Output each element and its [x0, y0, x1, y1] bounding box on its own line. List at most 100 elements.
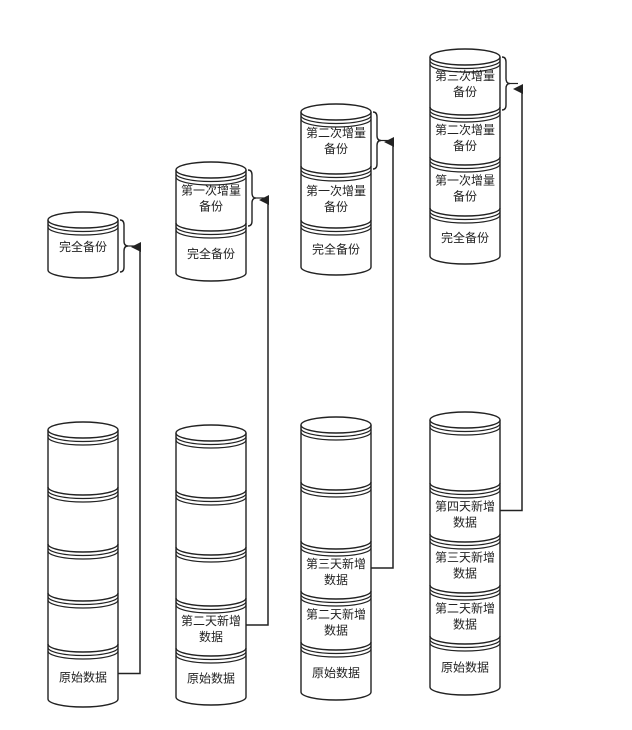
backup-brace: [501, 56, 511, 111]
segment-label: 第二天新增数据: [306, 607, 366, 638]
segment-ring: [47, 226, 119, 236]
cylinder-body: [300, 425, 372, 701]
segment-ring: [175, 553, 247, 563]
segment-ring: [47, 490, 119, 500]
segment-ring: [47, 647, 119, 657]
segment-ring: [429, 214, 501, 224]
segment-ring: [175, 496, 247, 506]
backup-brace: [372, 111, 382, 170]
incremental-arrow: [371, 137, 394, 569]
cylinder-top-cap: [175, 161, 247, 179]
segment-ring: [175, 229, 247, 239]
cylinder-top-cap: [47, 421, 119, 439]
segment-ring: [300, 544, 372, 554]
segment-boundary: [300, 165, 372, 175]
segment-boundary: [175, 489, 247, 499]
segment-label: 第二次增量备份: [306, 126, 366, 156]
segment-label: 原始数据: [59, 670, 107, 685]
segment-ring: [300, 226, 372, 236]
segment-label: 第一次增量备份: [181, 184, 241, 214]
segment-boundary: [300, 540, 372, 550]
segment-boundary: [300, 590, 372, 600]
segment-ring: [300, 648, 372, 658]
segment-ring: [300, 485, 372, 495]
segment-ring: [300, 118, 372, 128]
segment-ring: [47, 650, 119, 660]
cylinder-top-cap: [47, 211, 119, 229]
cylinder-body: [175, 170, 247, 282]
cylinder-body: [429, 420, 501, 696]
segment-boundary: [47, 543, 119, 553]
segment-ring: [300, 223, 372, 233]
segment-ring: [429, 591, 501, 601]
segment-boundary: [429, 207, 501, 217]
segment-ring: [175, 493, 247, 503]
segment-boundary: [300, 481, 372, 491]
backup-brace: [247, 169, 257, 227]
segment-ring: [429, 639, 501, 649]
segment-ring: [47, 436, 119, 446]
backup-brace: [119, 219, 129, 273]
segment-ring: [429, 60, 501, 70]
incremental-arrow: [246, 195, 269, 626]
cylinder-top-cap: [429, 411, 501, 429]
segment-label: 第二天新增数据: [181, 613, 241, 644]
segment-boundary: [429, 106, 501, 116]
segment-ring: [429, 423, 501, 433]
segment-ring: [175, 651, 247, 661]
segment-label: 第三天新增数据: [306, 556, 366, 587]
segment-ring: [175, 654, 247, 664]
segment-ring: [47, 550, 119, 560]
segment-ring: [175, 173, 247, 183]
segment-label: 第二天新增数据: [435, 601, 495, 632]
segment-ring: [300, 172, 372, 182]
segment-boundary: [300, 219, 372, 229]
data-stack-1: 原始数据: [47, 421, 119, 708]
segment-ring: [429, 489, 501, 499]
segment-label: 第一次增量备份: [435, 174, 495, 204]
segment-label: 第一次增量备份: [306, 184, 366, 214]
segment-ring: [429, 160, 501, 170]
segment-ring: [47, 599, 119, 609]
segment-ring: [300, 169, 372, 179]
segment-label: 第四天新增数据: [435, 499, 495, 530]
segment-label: 原始数据: [312, 665, 360, 680]
segment-ring: [47, 493, 119, 503]
segment-ring: [175, 601, 247, 611]
segment-label: 原始数据: [441, 660, 489, 675]
segment-ring: [429, 540, 501, 550]
incremental-arrow: [500, 84, 523, 512]
segment-ring: [429, 486, 501, 496]
segment-ring: [175, 439, 247, 449]
segment-ring: [429, 537, 501, 547]
segment-ring: [47, 223, 119, 233]
segment-ring: [47, 596, 119, 606]
segment-ring: [429, 642, 501, 652]
segment-label: 完全备份: [59, 239, 107, 254]
segment-ring: [300, 428, 372, 438]
cylinder-top-cap: [300, 103, 372, 121]
cylinder-top-cap: [429, 48, 501, 66]
segment-ring: [429, 588, 501, 598]
segment-label: 第二次增量备份: [435, 123, 495, 153]
cylinder-body: [429, 57, 501, 265]
segment-boundary: [47, 592, 119, 602]
segment-ring: [47, 547, 119, 557]
segment-ring: [175, 604, 247, 614]
segment-boundary: [429, 584, 501, 594]
segment-label: 完全备份: [441, 230, 489, 245]
segment-ring: [429, 63, 501, 73]
cylinder-body: [175, 433, 247, 706]
segment-boundary: [429, 482, 501, 492]
segment-boundary: [175, 546, 247, 556]
segment-ring: [300, 597, 372, 607]
segment-ring: [300, 594, 372, 604]
segment-ring: [429, 113, 501, 123]
cylinder-body: [47, 430, 119, 708]
segment-ring: [175, 550, 247, 560]
